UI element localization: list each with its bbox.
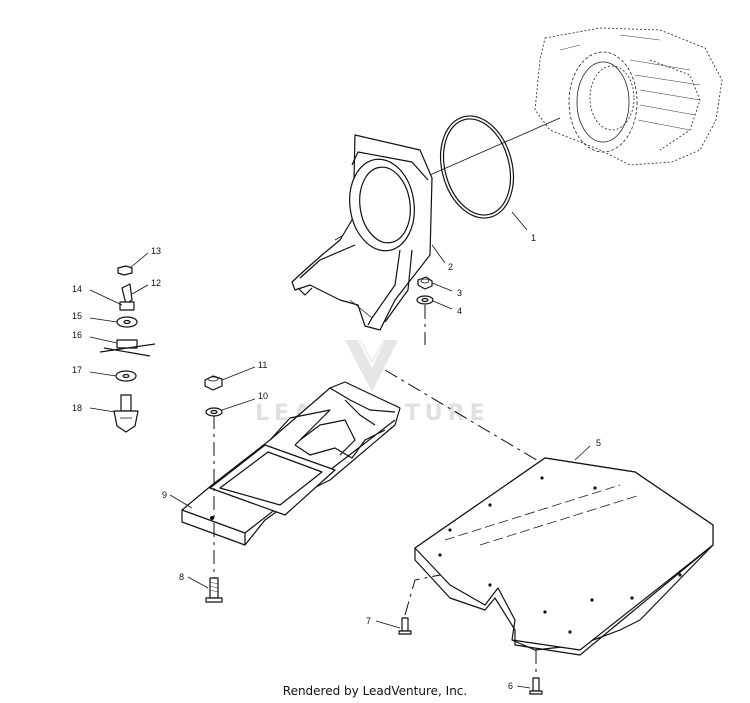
axis-line-upper [429, 117, 561, 176]
footer-credit: Rendered by LeadVenture, Inc. [282, 684, 468, 698]
mount-bracket [181, 381, 401, 546]
callout-14: 14 [72, 284, 82, 294]
duct-washer [416, 295, 434, 305]
engine-housing [534, 27, 723, 166]
callout-7: 7 [366, 616, 371, 626]
plate-bolt-7 [398, 617, 412, 635]
callout-10: 10 [258, 391, 268, 401]
callout-13: 13 [151, 246, 161, 256]
bracket-nut [204, 375, 223, 391]
callout-4: 4 [457, 306, 462, 316]
bracket-bolt [205, 577, 223, 603]
callout-11: 11 [258, 360, 267, 370]
duct-nut [417, 276, 433, 290]
washer-15 [116, 316, 138, 328]
callout-18: 18 [72, 403, 82, 413]
duct-adapter [291, 134, 433, 331]
plate-bolt-6 [529, 677, 543, 695]
callout-1: 1 [531, 233, 536, 243]
callout-15: 15 [72, 311, 82, 321]
callout-3: 3 [457, 288, 462, 298]
callout-5: 5 [596, 438, 601, 448]
cap-13 [117, 265, 133, 276]
skid-plate [414, 457, 714, 656]
callout-17: 17 [72, 365, 82, 375]
assembly-line-bolt-7 [404, 574, 441, 616]
fitting-18 [113, 394, 139, 433]
callout-16: 16 [72, 330, 82, 340]
callout-12: 12 [151, 278, 161, 288]
bracket-washer [205, 407, 223, 417]
callout-6: 6 [508, 681, 513, 691]
o-ring [440, 115, 514, 219]
fitting-14 [119, 301, 135, 311]
callout-8: 8 [179, 572, 184, 582]
callout-9: 9 [162, 490, 167, 500]
leader-lines [89, 211, 591, 689]
tube-12 [121, 283, 133, 305]
grommet-16 [99, 339, 156, 357]
callout-2: 2 [448, 262, 453, 272]
washer-17 [115, 370, 137, 382]
